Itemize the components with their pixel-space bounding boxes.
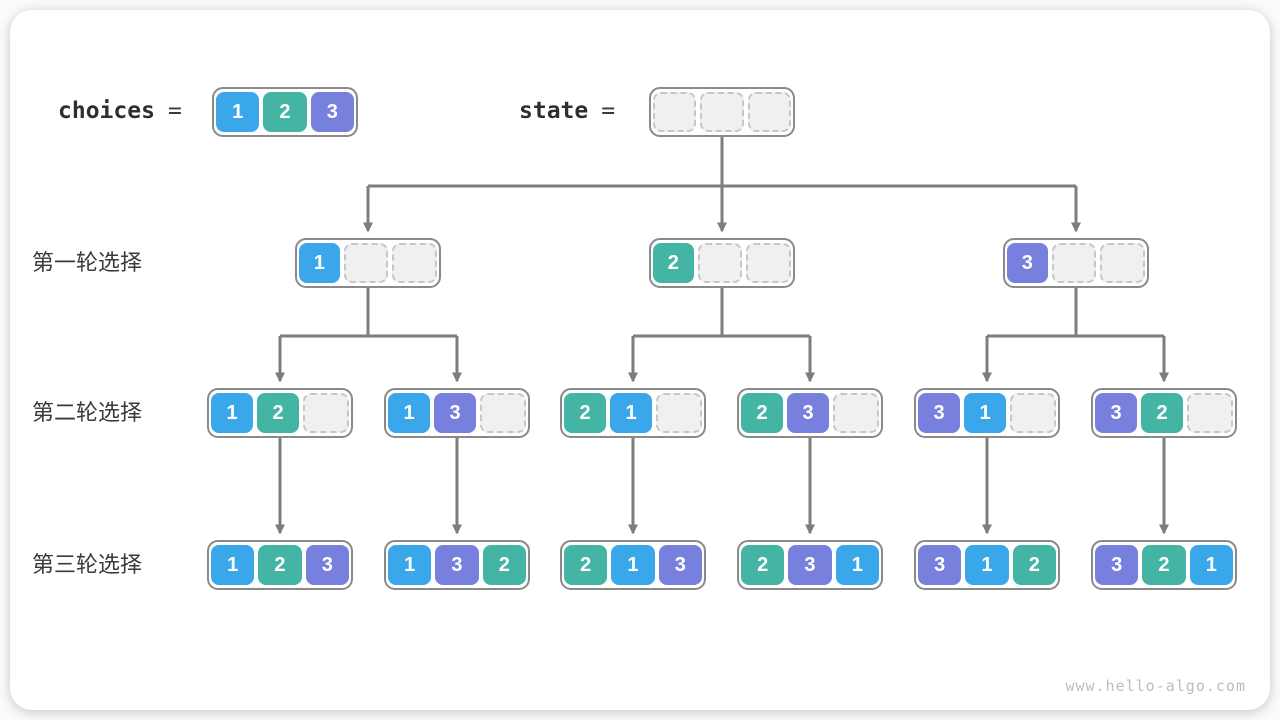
state-label: state [519,98,589,124]
empty-cell [656,393,702,433]
value-cell-3: 3 [305,545,349,585]
row-label-2: 第二轮选择 [32,400,143,425]
state-equals: = [601,98,616,124]
value-cell-1: 1 [964,393,1006,433]
value-cell-1: 1 [1189,545,1233,585]
state-node-r1-3: 3 [1003,238,1149,288]
empty-cell [303,393,349,433]
value-cell-3: 3 [1095,393,1137,433]
empty-cell [653,92,697,132]
empty-cell [1051,243,1097,283]
empty-cell [697,243,743,283]
row-label-3: 第三轮选择 [32,552,143,577]
empty-cell [746,243,792,283]
choices-header: choices = [58,98,182,124]
value-cell-1: 1 [965,545,1009,585]
state-node-r1-1: 1 [295,238,441,288]
empty-cell [480,393,526,433]
watermark: www.hello-algo.com [1065,677,1246,695]
value-cell-1: 1 [388,393,430,433]
value-cell-2: 2 [263,92,307,132]
value-cell-2: 2 [482,545,526,585]
value-cell-3: 3 [310,92,354,132]
value-cell-3: 3 [918,393,960,433]
value-cell-3: 3 [918,545,962,585]
value-cell-3: 3 [658,545,702,585]
empty-cell [392,243,438,283]
value-cell-1: 1 [610,393,652,433]
state-header: state = [519,98,615,124]
value-cell-2: 2 [258,545,302,585]
value-cell-2: 2 [741,393,783,433]
empty-cell [747,92,791,132]
value-cell-2: 2 [1012,545,1056,585]
value-cell-1: 1 [611,545,655,585]
value-cell-3: 3 [435,545,479,585]
value-cell-3: 3 [788,545,832,585]
value-cell-2: 2 [257,393,299,433]
value-cell-1: 1 [211,393,253,433]
empty-cell [700,92,744,132]
state-node-r1-2: 2 [649,238,795,288]
empty-cell [833,393,879,433]
value-cell-1: 1 [299,243,340,283]
value-cell-3: 3 [1007,243,1048,283]
value-cell-2: 2 [564,393,606,433]
empty-cell [343,243,389,283]
choices-label: choices [58,98,155,124]
value-cell-3: 3 [434,393,476,433]
value-cell-3: 3 [1095,545,1139,585]
value-cell-1: 1 [211,545,255,585]
value-cell-2: 2 [1141,393,1183,433]
value-cell-1: 1 [835,545,879,585]
state-box [649,87,795,137]
empty-cell [1100,243,1146,283]
value-cell-1: 1 [388,545,432,585]
value-cell-1: 1 [216,92,260,132]
value-cell-2: 2 [653,243,694,283]
value-cell-2: 2 [1142,545,1186,585]
value-cell-2: 2 [741,545,785,585]
value-cell-3: 3 [787,393,829,433]
empty-cell [1010,393,1056,433]
choices-equals: = [167,98,182,124]
empty-cell [1187,393,1233,433]
row-label-1: 第一轮选择 [32,250,143,275]
value-cell-2: 2 [564,545,608,585]
